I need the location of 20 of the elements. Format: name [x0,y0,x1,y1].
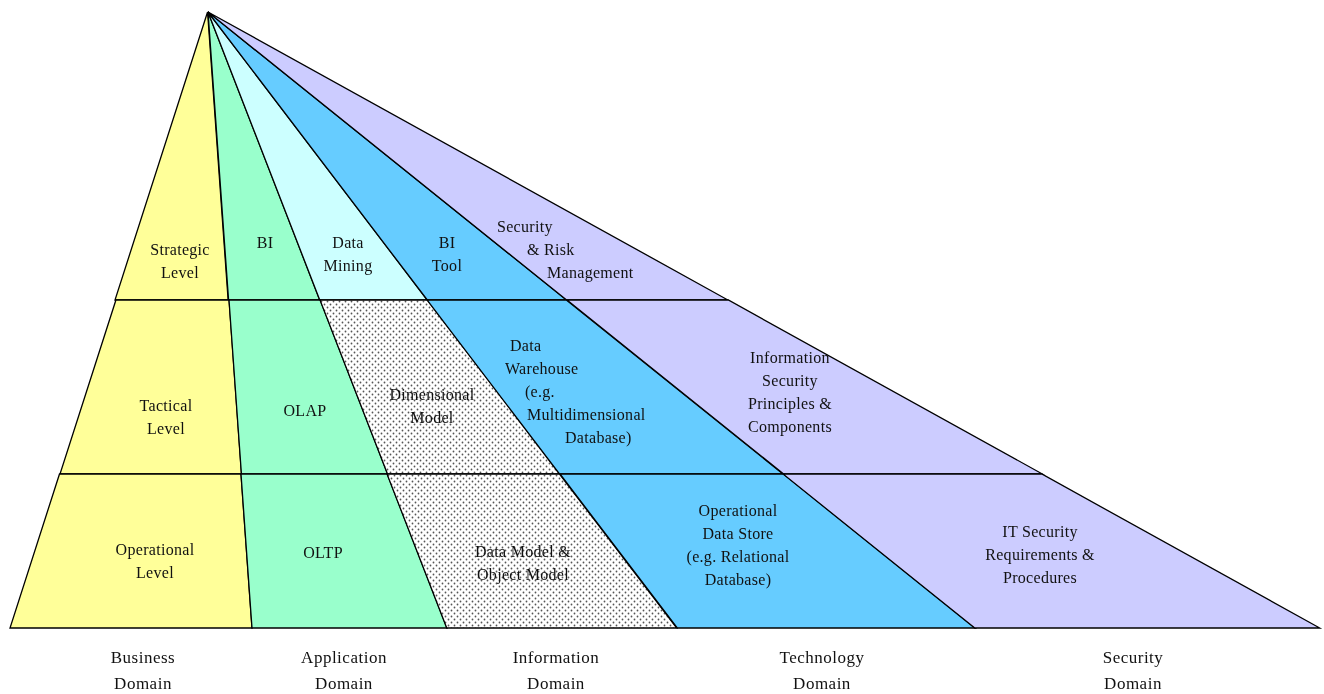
segment-label: Security & Risk Management [497,217,635,284]
domain-label: Business Domain [110,647,176,694]
domain-label: Application Domain [301,647,387,694]
segment-label: Operational Data Store (e.g. Relational Database) [686,501,790,591]
domain-label: Security Domain [1102,647,1164,694]
segment-label: BI [255,233,275,253]
segment-label: Strategic Level [150,240,210,283]
segment-label: Data Warehouse (e.g. Multidimensional Database) [505,336,647,449]
segment-label: IT Security Requirements & Procedures [984,522,1096,588]
segment-label: OLAP [282,401,328,421]
segment-label: Data Model & Object Model [474,542,572,586]
segment-label: OLTP [302,543,344,563]
segment-label: Data Mining [323,233,373,277]
domain-label: Technology Domain [779,647,865,694]
segment-label: Tactical Level [139,396,193,439]
segment-label: Information Security Principles & Components [746,348,833,438]
segment-label: Dimensional Model [389,385,475,428]
domain-label: Information Domain [512,647,600,694]
segment-label: Operational Level [115,540,195,583]
segment-label: BI Tool [431,233,463,276]
